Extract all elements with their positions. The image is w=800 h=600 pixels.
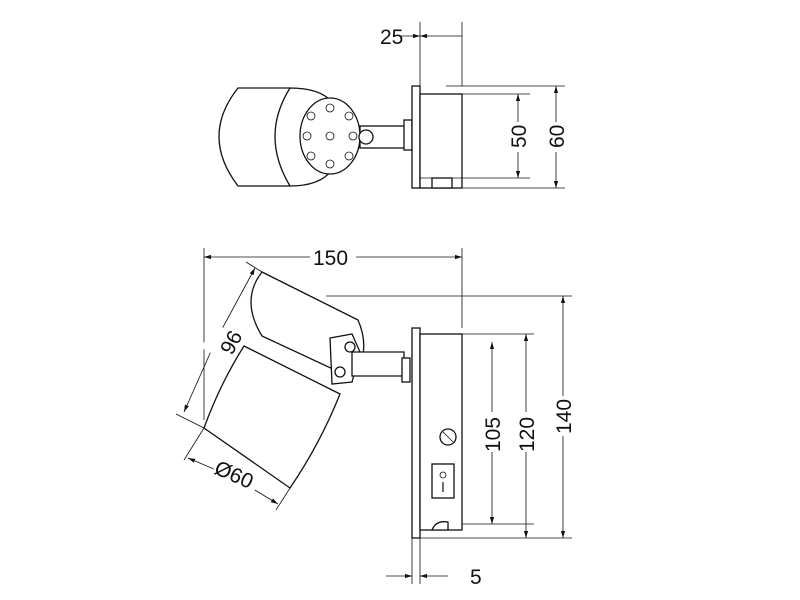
- dim-plate-heights: 105 120 140: [326, 295, 576, 539]
- dim-top-plate: 50 60: [446, 85, 569, 189]
- top-arm-collar: [403, 119, 413, 151]
- side-wall-plate: [411, 327, 421, 539]
- dim-overall-width: 150: [203, 244, 463, 420]
- side-arm-collar: [401, 357, 411, 383]
- dim-plate-thickness: 5: [386, 538, 482, 589]
- dim-label-top-depth: 25: [380, 26, 403, 49]
- dim-label-plate-outer: 140: [553, 399, 576, 434]
- cap-holes: [302, 103, 358, 169]
- top-lamp-cap: [299, 97, 361, 175]
- dim-label-plate-mid: 120: [516, 417, 539, 452]
- dim-label-top-inner: 50: [508, 125, 531, 148]
- top-wall-plate: [411, 85, 421, 189]
- side-view: [203, 271, 463, 539]
- top-switch: [431, 177, 453, 189]
- top-base-box: [419, 93, 463, 189]
- dim-label-plate-inner: 105: [482, 417, 505, 452]
- dim-label-top-outer: 60: [546, 125, 569, 148]
- rocker-switch: [431, 463, 455, 499]
- side-arm: [351, 351, 405, 377]
- dim-head-length: 96: [175, 261, 263, 429]
- dim-label-overall-width: 150: [313, 247, 348, 270]
- dim-label-plate-thickness: 5: [470, 566, 482, 589]
- cable-exit: [431, 521, 449, 531]
- side-lamp-front: [203, 345, 341, 489]
- dim-top-depth: 25: [380, 22, 463, 86]
- top-view: [218, 85, 463, 189]
